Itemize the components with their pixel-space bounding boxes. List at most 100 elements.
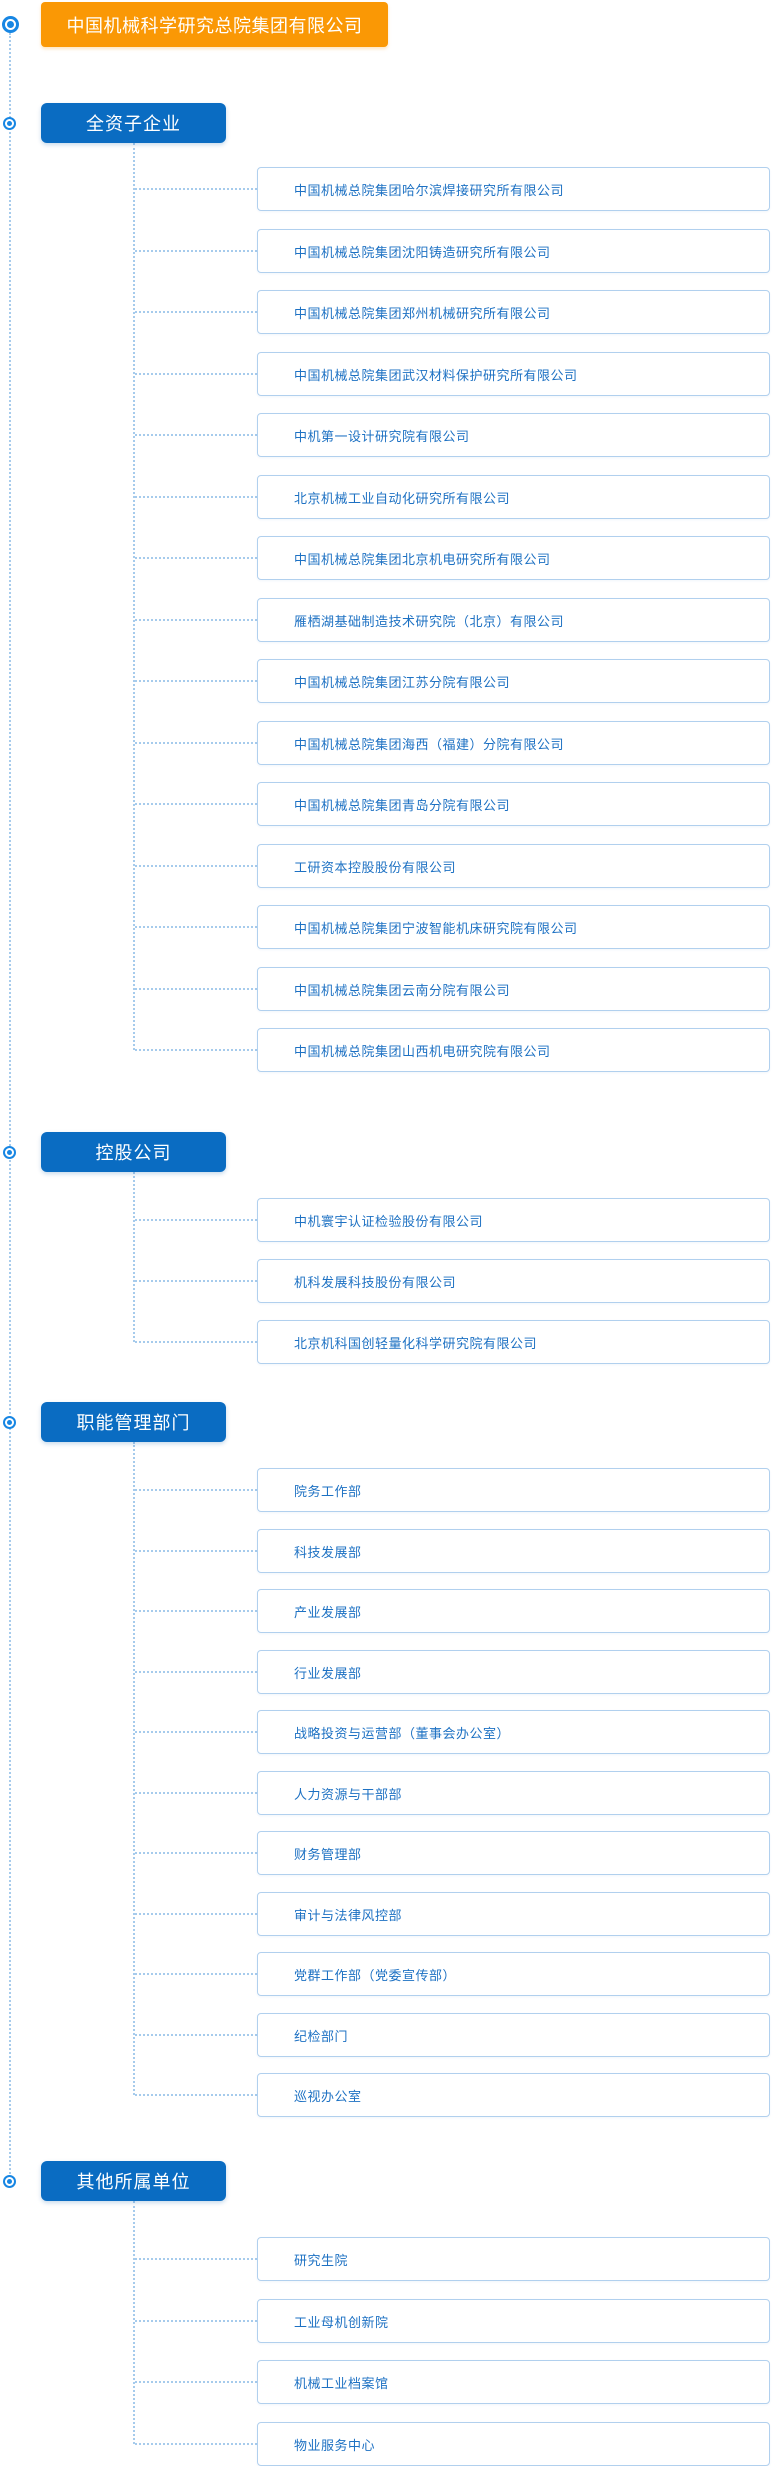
org-item-label: 中国机械总院集团哈尔滨焊接研究所有限公司 [294,183,565,199]
org-item-node[interactable]: 党群工作部（党委宣传部） [257,1952,770,1996]
item-connector-line [135,1280,257,1282]
org-item-node[interactable]: 工业母机创新院 [257,2299,770,2343]
branch-connector-line [133,143,135,1050]
org-item-node[interactable]: 中国机械总院集团江苏分院有限公司 [257,659,770,703]
org-item-label: 中国机械总院集团青岛分院有限公司 [294,798,511,814]
org-item-label: 中国机械总院集团武汉材料保护研究所有限公司 [294,368,578,384]
org-item-label: 中国机械总院集团郑州机械研究所有限公司 [294,306,551,322]
item-connector-line [135,680,257,682]
branch-connector-line [133,1442,135,2095]
category-bullet-dot [7,1420,12,1425]
org-item-node[interactable]: 产业发展部 [257,1589,770,1633]
category-node[interactable]: 控股公司 [41,1132,226,1172]
org-item-node[interactable]: 中国机械总院集团青岛分院有限公司 [257,782,770,826]
org-item-label: 物业服务中心 [294,2438,376,2454]
item-connector-line [135,619,257,621]
category-bullet-dot [7,121,12,126]
org-item-label: 机科发展科技股份有限公司 [294,1275,457,1291]
org-item-node[interactable]: 行业发展部 [257,1650,770,1694]
org-item-label: 党群工作部（党委宣传部） [294,1968,457,1984]
item-connector-line [135,1049,257,1051]
category-bullet-icon [3,1146,16,1159]
category-bullet-icon [3,1416,16,1429]
item-connector-line [135,2094,257,2096]
root-node[interactable]: 中国机械科学研究总院集团有限公司 [41,2,388,47]
org-item-node[interactable]: 科技发展部 [257,1529,770,1573]
root-bullet-icon [2,16,19,33]
org-item-label: 研究生院 [294,2253,349,2269]
root-node-label: 中国机械科学研究总院集团有限公司 [66,15,363,37]
org-item-node[interactable]: 中国机械总院集团哈尔滨焊接研究所有限公司 [257,167,770,211]
org-item-node[interactable]: 北京机械工业自动化研究所有限公司 [257,475,770,519]
item-connector-line [135,742,257,744]
item-connector-line [135,2443,257,2445]
item-connector-line [135,803,257,805]
org-item-node[interactable]: 中机寰宇认证检验股份有限公司 [257,1198,770,1242]
org-item-node[interactable]: 中国机械总院集团北京机电研究所有限公司 [257,536,770,580]
org-item-label: 产业发展部 [294,1605,362,1621]
item-connector-line [135,373,257,375]
category-node[interactable]: 其他所属单位 [41,2161,226,2201]
item-connector-line [135,188,257,190]
org-item-node[interactable]: 中机第一设计研究院有限公司 [257,413,770,457]
org-item-label: 院务工作部 [294,1484,362,1500]
branch-connector-line [133,2201,135,2444]
item-connector-line [135,557,257,559]
category-bullet-dot [7,2179,12,2184]
org-item-label: 中国机械总院集团沈阳铸造研究所有限公司 [294,245,551,261]
org-item-node[interactable]: 战略投资与运营部（董事会办公室） [257,1710,770,1754]
item-connector-line [135,1341,257,1343]
org-item-label: 机械工业档案馆 [294,2376,389,2392]
org-item-node[interactable]: 机械工业档案馆 [257,2360,770,2404]
org-item-node[interactable]: 北京机科国创轻量化科学研究院有限公司 [257,1320,770,1364]
item-connector-line [135,988,257,990]
category-node[interactable]: 全资子企业 [41,103,226,143]
org-item-node[interactable]: 物业服务中心 [257,2422,770,2466]
org-item-label: 人力资源与干部部 [294,1787,403,1803]
org-item-node[interactable]: 中国机械总院集团宁波智能机床研究院有限公司 [257,905,770,949]
category-node-label: 全资子企业 [86,114,181,135]
item-connector-line [135,865,257,867]
org-item-node[interactable]: 中国机械总院集团武汉材料保护研究所有限公司 [257,352,770,396]
category-bullet-dot [7,1150,12,1155]
org-item-node[interactable]: 中国机械总院集团郑州机械研究所有限公司 [257,290,770,334]
category-node[interactable]: 职能管理部门 [41,1402,226,1442]
org-item-node[interactable]: 中国机械总院集团海西（福建）分院有限公司 [257,721,770,765]
org-item-node[interactable]: 巡视办公室 [257,2073,770,2117]
org-item-label: 中国机械总院集团海西（福建）分院有限公司 [294,737,565,753]
org-item-node[interactable]: 审计与法律风控部 [257,1892,770,1936]
item-connector-line [135,2381,257,2383]
item-connector-line [135,1973,257,1975]
org-item-node[interactable]: 中国机械总院集团云南分院有限公司 [257,967,770,1011]
category-bullet-icon [3,117,16,130]
org-item-label: 审计与法律风控部 [294,1908,403,1924]
org-item-label: 北京机科国创轻量化科学研究院有限公司 [294,1336,538,1352]
org-item-label: 财务管理部 [294,1847,362,1863]
org-item-node[interactable]: 纪检部门 [257,2013,770,2057]
item-connector-line [135,2258,257,2260]
org-item-label: 工研资本控股股份有限公司 [294,860,457,876]
org-item-node[interactable]: 人力资源与干部部 [257,1771,770,1815]
org-item-node[interactable]: 雁栖湖基础制造技术研究院（北京）有限公司 [257,598,770,642]
org-item-node[interactable]: 研究生院 [257,2237,770,2281]
item-connector-line [135,2034,257,2036]
org-item-label: 行业发展部 [294,1666,362,1682]
item-connector-line [135,1219,257,1221]
branch-connector-line [133,1172,135,1342]
org-item-node[interactable]: 财务管理部 [257,1831,770,1875]
org-item-node[interactable]: 中国机械总院集团沈阳铸造研究所有限公司 [257,229,770,273]
item-connector-line [135,1671,257,1673]
category-node-label: 职能管理部门 [76,1413,191,1434]
root-bullet-dot [7,21,14,28]
org-item-label: 中国机械总院集团江苏分院有限公司 [294,675,511,691]
org-item-node[interactable]: 机科发展科技股份有限公司 [257,1259,770,1303]
item-connector-line [135,1731,257,1733]
item-connector-line [135,1852,257,1854]
org-item-node[interactable]: 工研资本控股股份有限公司 [257,844,770,888]
item-connector-line [135,2320,257,2322]
org-item-node[interactable]: 中国机械总院集团山西机电研究院有限公司 [257,1028,770,1072]
item-connector-line [135,250,257,252]
org-item-node[interactable]: 院务工作部 [257,1468,770,1512]
item-connector-line [135,1489,257,1491]
